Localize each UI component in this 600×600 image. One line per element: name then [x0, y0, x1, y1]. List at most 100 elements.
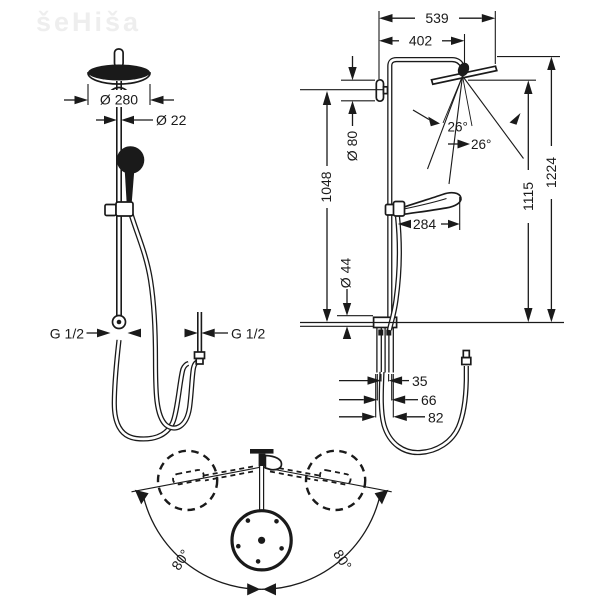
arrow	[342, 303, 352, 316]
arrow	[342, 326, 352, 339]
arrow	[150, 95, 164, 105]
arrow	[388, 376, 403, 385]
bracket-stem-top	[258, 453, 266, 467]
label-mask	[94, 90, 144, 107]
bundle-nub	[386, 329, 392, 336]
flange-diameter-label: Ø 80	[344, 131, 360, 162]
arrow	[374, 489, 389, 505]
shop-watermark: šeHiša	[36, 7, 141, 37]
side-hose-end-nut	[460, 356, 472, 366]
hose-end-cone	[195, 357, 204, 365]
spray-nozzle-dot	[255, 559, 261, 564]
slider-holder-hook	[104, 203, 117, 217]
flange-height-label: 1048	[318, 171, 334, 202]
swivel-limit-line-right	[261, 466, 392, 493]
arrow	[451, 36, 465, 45]
head-tilt-right-label: 26°	[471, 137, 491, 152]
arrow	[363, 395, 378, 404]
left-connection-label: G 1/2	[50, 326, 84, 342]
arm-position-left-dashed	[204, 470, 254, 482]
arrow	[97, 328, 111, 338]
hose-end-nut	[193, 351, 206, 360]
bundle-nub	[378, 329, 384, 336]
arrow	[322, 91, 332, 105]
arrow	[121, 115, 134, 125]
arrow	[367, 376, 381, 385]
hose-outer-loop-inner	[112, 339, 189, 441]
head-tilt-left-label: 26°	[448, 120, 468, 135]
side-holder-body	[392, 200, 406, 217]
arrow	[428, 116, 440, 127]
arrow	[362, 412, 376, 421]
side-hose-loop-inner	[379, 366, 468, 454]
arrow	[263, 583, 276, 596]
arrow	[547, 56, 556, 70]
arrow	[391, 395, 406, 404]
hand-shower-side	[398, 191, 462, 216]
wall-flange	[375, 78, 385, 103]
head-height-label: 1115	[520, 182, 536, 211]
spray-nozzle-dot	[236, 543, 241, 549]
arm-position-left-dashed	[203, 465, 254, 477]
hand-shower-handle-front	[124, 171, 135, 202]
total-height-label: 1224	[543, 157, 559, 188]
side-view: 26° 26° 539	[300, 10, 564, 456]
pipe-diameter-label: Ø 22	[156, 112, 187, 128]
arrow	[134, 489, 149, 505]
arrow	[397, 219, 411, 229]
hand-shower-side-detail	[403, 197, 447, 210]
arm-capsule-left-dashed	[172, 469, 205, 486]
base-width-mid-label: 66	[421, 392, 437, 408]
arm-projection-label: 402	[409, 32, 433, 48]
arrow	[348, 100, 357, 114]
arrow	[348, 67, 357, 81]
tilt-center-line	[448, 75, 464, 185]
arrow	[322, 309, 332, 322]
arrow	[247, 583, 261, 596]
spray-nozzle-dot	[245, 518, 251, 523]
arrow	[379, 14, 393, 23]
swivel-limit-line-left	[131, 466, 262, 493]
spray-nozzle-dot	[279, 546, 284, 551]
arrow	[457, 139, 470, 149]
overhead-shower-front	[88, 64, 150, 81]
hand-shower-reach-label: 284	[413, 216, 437, 232]
head-pivot-joint	[457, 62, 470, 77]
head-position-left-dashed	[156, 449, 219, 512]
side-hose-end-cone	[462, 349, 471, 359]
head-pivot-knob	[113, 48, 124, 68]
hand-shower-hose-inner	[128, 208, 199, 430]
top-view: 80° 80°	[131, 449, 392, 596]
arm-total-width-label: 539	[425, 10, 449, 26]
base-width-inner-label: 35	[412, 373, 428, 389]
arrow	[104, 115, 117, 125]
swivel-arc-right	[261, 494, 381, 590]
spray-line	[462, 75, 473, 127]
arrow	[379, 36, 393, 45]
arrow	[393, 412, 407, 421]
pivot-housing-top	[264, 454, 283, 471]
ball-joint-top	[258, 536, 266, 544]
tilt-limit-left-line	[426, 75, 464, 170]
head-diameter-label: Ø 280	[100, 92, 138, 108]
hose-outer-loop	[111, 339, 190, 442]
base-diameter-label: Ø 44	[338, 258, 354, 289]
spray-nozzle-dot	[274, 519, 279, 524]
arm-position-right-dashed	[269, 470, 319, 482]
arrow	[184, 328, 198, 338]
flange-stem	[382, 85, 389, 95]
spray-line	[442, 75, 463, 124]
base-width-outer-label: 82	[428, 410, 444, 426]
arrow	[127, 328, 141, 338]
inlet-ball-center	[116, 319, 122, 325]
arrow	[201, 328, 215, 338]
arrow	[524, 308, 533, 323]
arrow	[74, 95, 88, 105]
tilt-limit-right-line	[462, 75, 524, 159]
riser-and-arm-inner	[388, 58, 466, 318]
arm-capsule-right-dashed	[319, 469, 352, 486]
arrow	[448, 219, 460, 229]
arrow	[524, 80, 533, 94]
